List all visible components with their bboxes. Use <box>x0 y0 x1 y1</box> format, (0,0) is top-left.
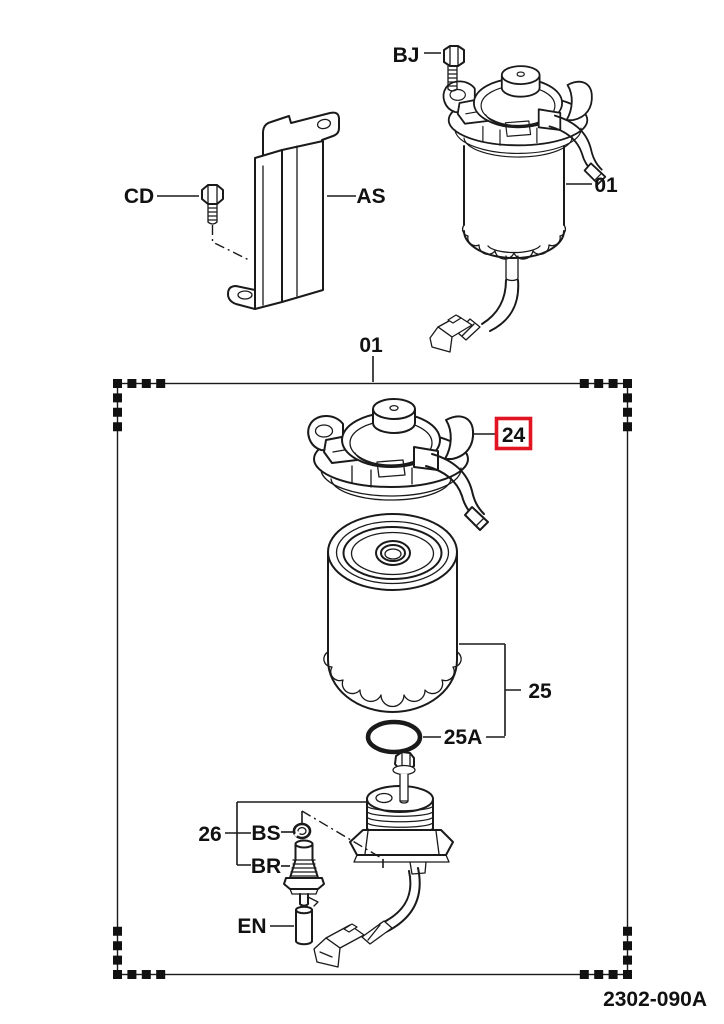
filter-25-label[interactable]: 25 <box>528 680 552 703</box>
callout-assembly-box[interactable]: 01 <box>359 334 383 382</box>
callout-as[interactable]: AS <box>327 185 386 208</box>
pump-head-24-drawing <box>307 398 489 531</box>
br-sensor-drawing <box>283 839 325 907</box>
callout-25a[interactable]: 25A <box>423 726 505 749</box>
callout-24-highlight[interactable]: 24 <box>474 416 533 451</box>
as-label[interactable]: AS <box>356 185 385 208</box>
bs-label[interactable]: BS <box>251 822 280 845</box>
bs-ring-drawing <box>292 822 312 840</box>
callout-assembly-top[interactable]: 01 <box>566 174 618 197</box>
en-label[interactable]: EN <box>237 915 266 938</box>
bj-label[interactable]: BJ <box>393 44 420 67</box>
br-label[interactable]: BR <box>251 855 281 878</box>
filter-25-bracket-line <box>459 643 521 736</box>
filter-25-drawing <box>323 513 462 713</box>
cd-label[interactable]: CD <box>124 185 154 208</box>
as-bracket-drawing <box>227 111 340 310</box>
kit-26-label[interactable]: 26 <box>198 823 221 846</box>
pump-24-label[interactable]: 24 <box>502 424 526 447</box>
kit-26-bracket-line <box>225 801 366 866</box>
bowl-bolt-drawing <box>392 751 416 804</box>
sensor-kit-26-group: 26 BS BR EN <box>198 801 384 946</box>
assembly-top-label[interactable]: 01 <box>594 174 618 197</box>
dashed-selection-box <box>113 379 632 979</box>
callout-25[interactable]: 25 <box>459 643 552 736</box>
drawing-number: 2302-090A <box>603 988 707 1011</box>
wire-connector-drawing <box>313 867 421 968</box>
assembly-01-drawing <box>429 65 607 353</box>
cd-centerline <box>211 225 252 262</box>
cd-bolt-drawing <box>201 184 252 262</box>
pump-24-highlight-box <box>494 416 533 451</box>
oring-25a-drawing <box>365 719 423 755</box>
oring-25a-label[interactable]: 25A <box>444 726 483 749</box>
assembly-box-label[interactable]: 01 <box>359 334 383 357</box>
bowl-sensor-drawing <box>313 751 454 968</box>
bs-position-dashline <box>301 810 384 860</box>
bj-bolt-drawing <box>443 45 465 92</box>
callout-cd[interactable]: CD <box>124 185 199 208</box>
en-spacer-drawing <box>295 905 313 946</box>
callout-bj[interactable]: BJ <box>393 44 441 67</box>
